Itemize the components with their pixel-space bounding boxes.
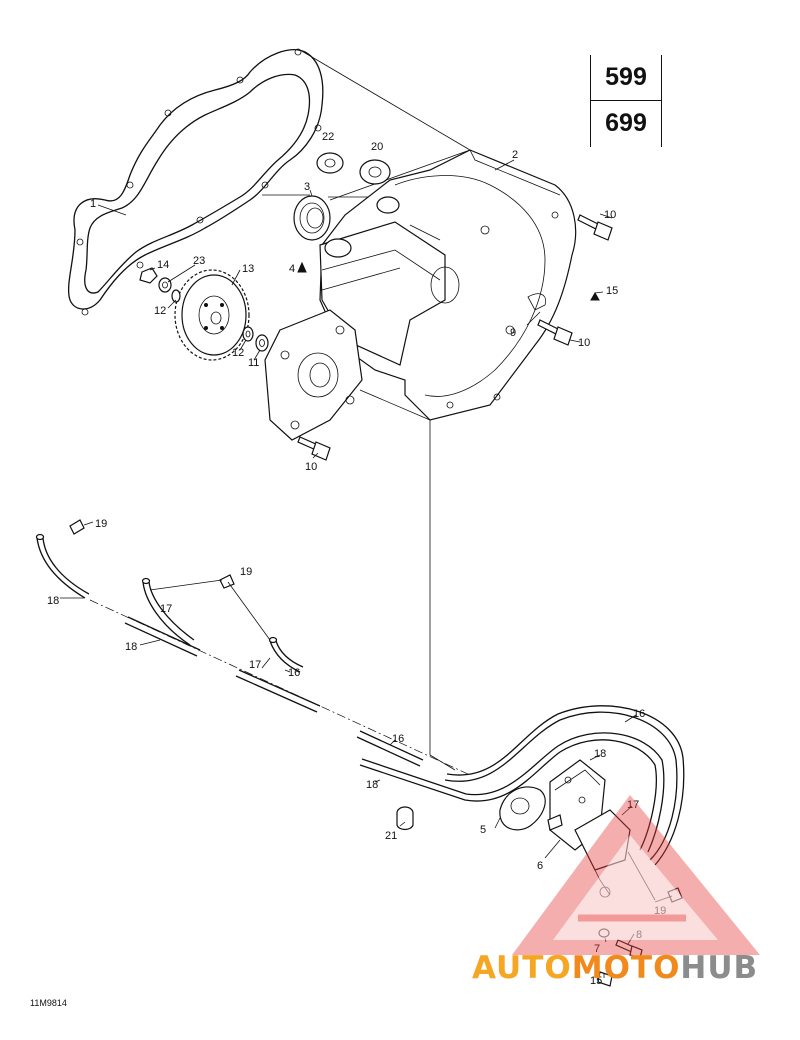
callout-19-a: 19: [95, 518, 107, 530]
watermark-moto: MOTO: [571, 950, 681, 986]
watermark-hub: HUB: [680, 950, 759, 986]
watermark-text: AUTOMOTOHUB: [472, 950, 758, 986]
bolt-part-10-right: [577, 214, 613, 241]
callout-labels: 1 2 3 4 22 20 10 15 9 10 10 14 23 13 12 …: [47, 131, 666, 987]
callout-18-b: 18: [125, 641, 137, 653]
callout-23: 23: [193, 255, 205, 267]
callout-4: 4: [289, 263, 295, 275]
hose-part-17-straight: [235, 669, 321, 713]
callout-15-bottom: 15: [590, 975, 602, 987]
callout-1: 1: [90, 198, 96, 210]
callout-16-c: 16: [392, 733, 404, 745]
model-divider: [591, 100, 661, 101]
callout-12-upper: 12: [154, 305, 166, 317]
seal-part-22: [316, 152, 344, 174]
callout-16-b: 16: [633, 708, 645, 720]
callout-6: 6: [537, 860, 543, 872]
hose-part-17-upper: [141, 577, 195, 646]
watermark-triangle-logo: [512, 795, 760, 955]
hose-part-16-long: [444, 705, 685, 866]
washer-part-23: [158, 277, 172, 293]
callout-8: 8: [636, 929, 642, 941]
hose-part-18-long: [359, 732, 665, 853]
callout-19-b: 19: [240, 566, 252, 578]
clamp-part-19-b: [219, 574, 235, 589]
callout-18-a: 18: [47, 595, 59, 607]
callout-9: 9: [510, 327, 516, 339]
cover-plate: [264, 309, 363, 441]
callout-11: 11: [248, 357, 259, 369]
hose-part-16-upper: [268, 636, 304, 673]
hose-part-18-left: [35, 533, 90, 599]
nut-part-14: [139, 267, 158, 284]
gasket-part-5: [499, 786, 546, 831]
bolt-part-8: [615, 939, 643, 959]
oil-seal-part-3: [293, 195, 331, 241]
callout-12-lower: 12: [232, 347, 244, 359]
callout-10-lower: 10: [578, 337, 590, 349]
clip-part-12-lower: [242, 326, 254, 342]
model-applicability-box: 599 699: [590, 55, 662, 147]
hose-part-16-straight: [356, 730, 424, 767]
screw-part-15-top: [590, 291, 600, 301]
washer-part-11: [255, 334, 269, 352]
callout-21: 21: [385, 830, 397, 842]
callout-10-bottom: 10: [305, 461, 317, 473]
callout-16-a: 16: [288, 667, 300, 679]
bolt-part-10-bottom: [297, 436, 331, 461]
leader-lines: [60, 159, 673, 978]
clamp-part-19-a: [69, 519, 85, 535]
callout-13: 13: [242, 263, 254, 275]
callout-17-b: 17: [249, 659, 261, 671]
washer-part-7: [598, 928, 610, 938]
callout-17-a: 17: [160, 603, 172, 615]
callout-18-d: 18: [366, 779, 378, 791]
figure-code: 11M9814: [30, 998, 67, 1008]
clamp-part-19-c: [667, 887, 683, 903]
hose-part-18-straight: [124, 616, 201, 657]
callout-14: 14: [157, 259, 169, 271]
callout-17-c: 17: [627, 799, 639, 811]
callout-18-c: 18: [594, 748, 606, 760]
callout-19-c: 19: [654, 905, 666, 917]
watermark-auto: AUTO: [472, 950, 572, 986]
callout-22: 22: [322, 131, 334, 143]
screw-part-15-bottom: [597, 971, 613, 987]
callout-2: 2: [512, 149, 518, 161]
bolt-part-10-lower: [537, 319, 573, 346]
callout-3: 3: [304, 181, 310, 193]
clip-part-12-upper: [171, 289, 181, 303]
screw-part-4: [297, 261, 307, 273]
gear-part-13: [174, 269, 250, 361]
callout-10-right: 10: [604, 209, 616, 221]
callout-7: 7: [594, 943, 600, 955]
plug-part-21: [396, 806, 414, 831]
callout-15-top: 15: [606, 285, 618, 297]
model-699: 699: [605, 109, 647, 137]
seal-part-20: [359, 159, 391, 185]
oil-pump-part-6: [547, 759, 631, 898]
callout-20: 20: [371, 141, 383, 153]
gasket-part-1: [67, 48, 324, 316]
model-599: 599: [605, 63, 647, 91]
callout-5: 5: [480, 824, 486, 836]
